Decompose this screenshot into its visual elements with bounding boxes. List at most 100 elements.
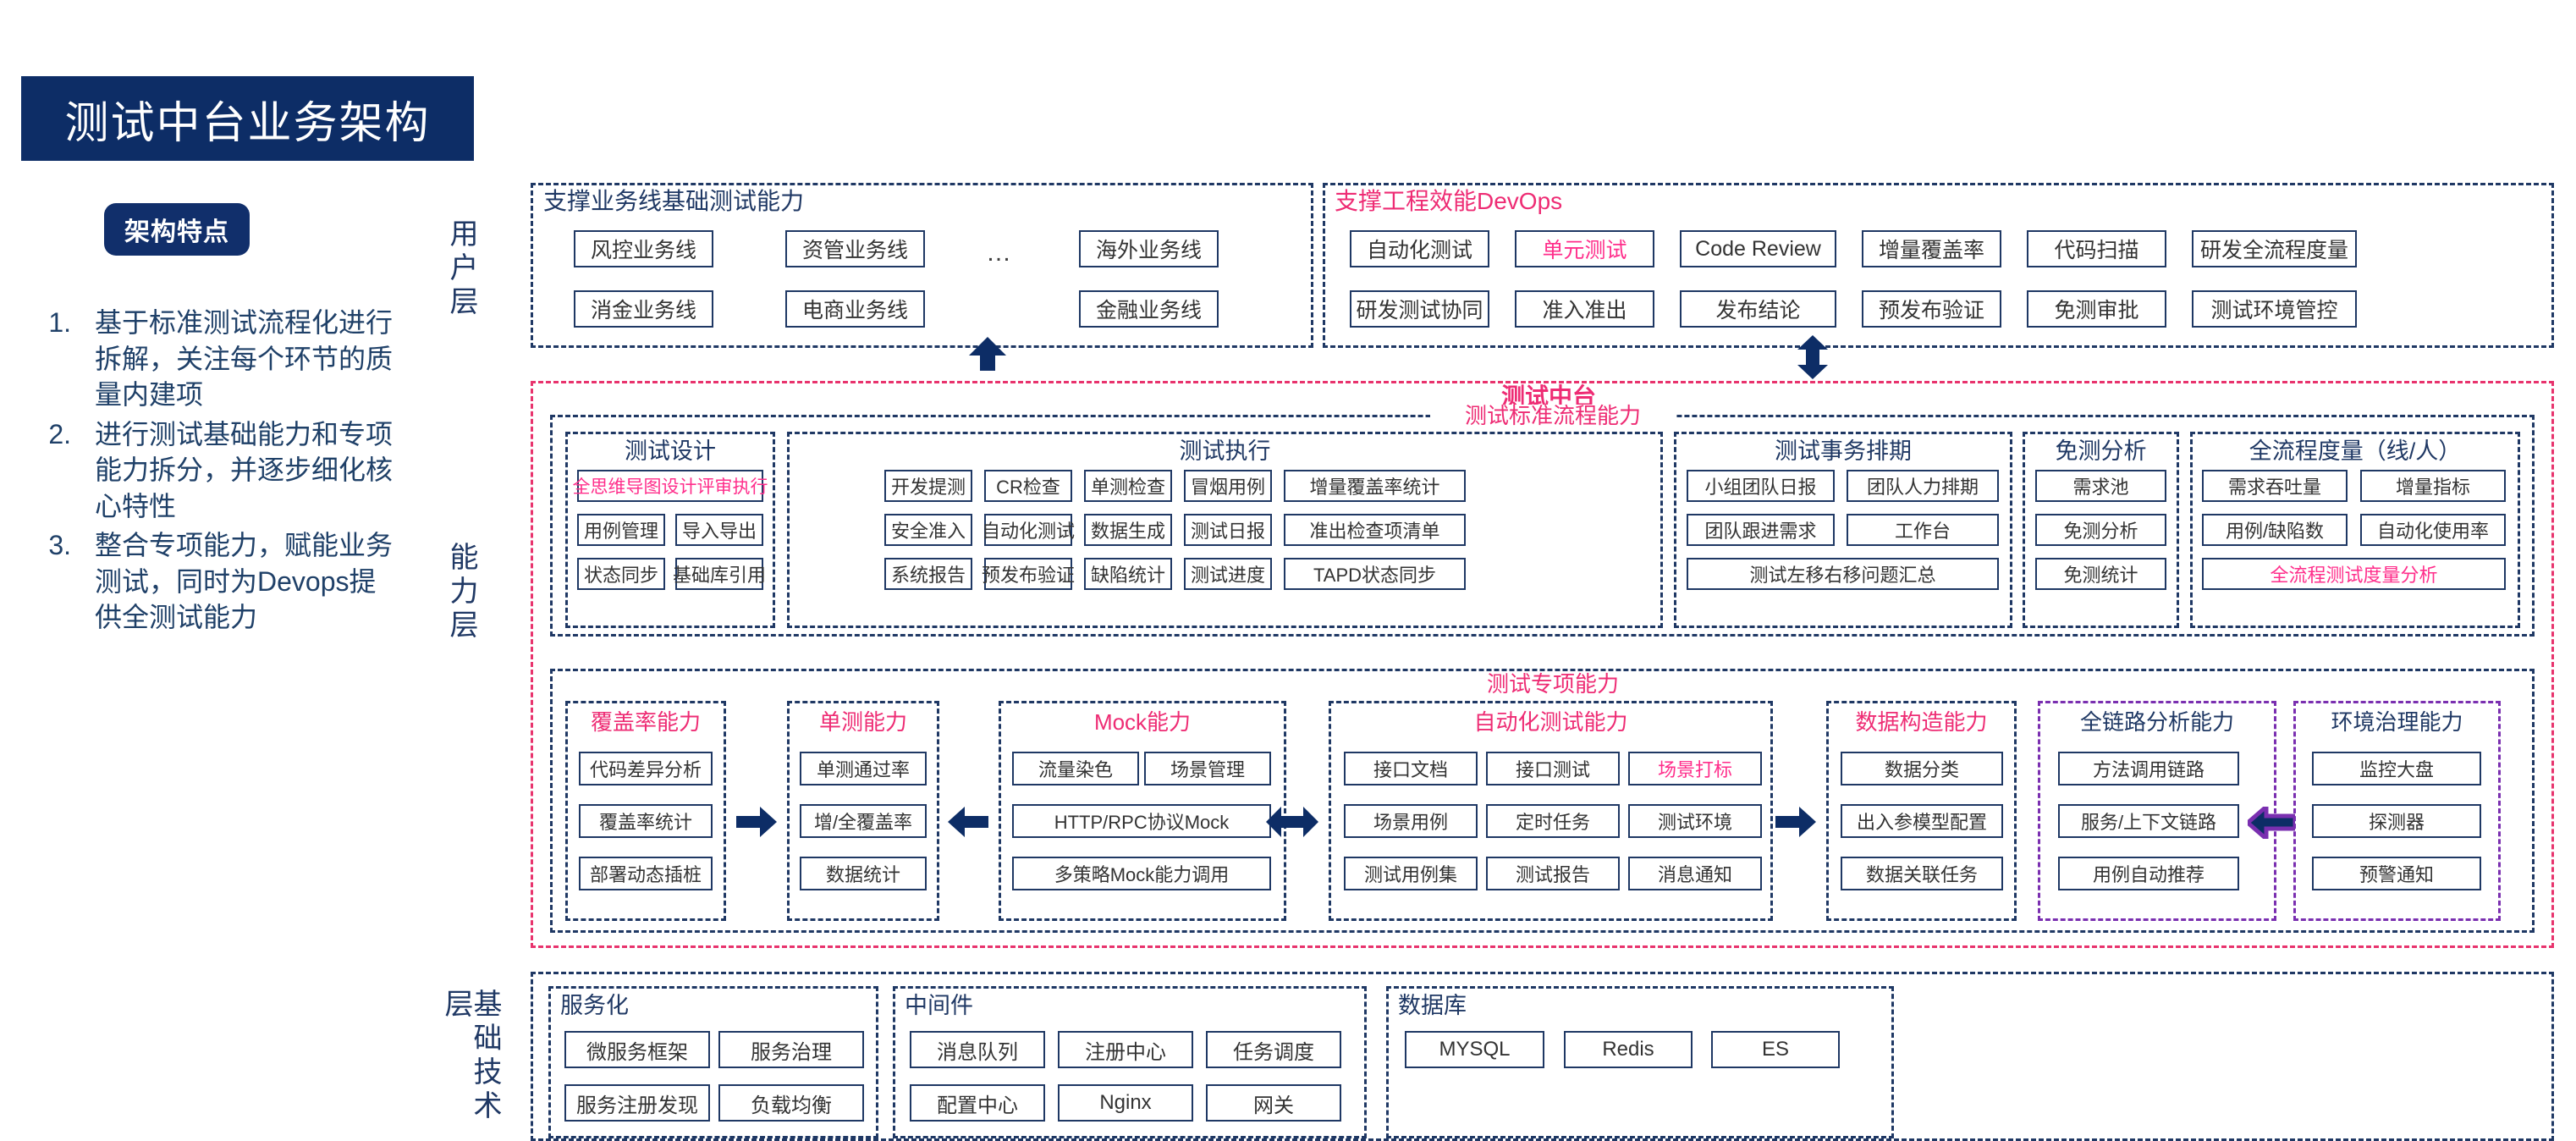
unit-test-ability-cell[interactable]: 数据统计 (800, 857, 927, 890)
automation-ability-cell[interactable]: 测试报告 (1486, 857, 1620, 890)
coverage-ability-cell[interactable]: 覆盖率统计 (579, 804, 713, 838)
test-execution-cell[interactable]: CR检查 (984, 470, 1072, 502)
automation-ability-cell[interactable]: 接口测试 (1486, 752, 1620, 785)
full-process-metrics-cell[interactable]: 自动化使用率 (2360, 514, 2506, 546)
environment-governance-cell[interactable]: 探测器 (2312, 804, 2481, 838)
database-cell[interactable]: MYSQL (1405, 1031, 1544, 1068)
devops-cell[interactable]: 增量覆盖率 (1862, 230, 2001, 267)
automation-ability-cell[interactable]: 场景打标 (1628, 752, 1762, 785)
test-schedule-cell[interactable]: 团队人力排期 (1847, 470, 1999, 502)
test-execution-cell[interactable]: 增量覆盖率统计 (1284, 470, 1466, 502)
business-line-cell[interactable]: 风控业务线 (574, 230, 713, 267)
mock-ability-cell[interactable]: 多策略Mock能力调用 (1012, 857, 1271, 890)
unit-test-ability-cell[interactable]: 增/全覆盖率 (800, 804, 927, 838)
devops-cell[interactable]: 发布结论 (1680, 290, 1836, 328)
business-line-cell[interactable]: 海外业务线 (1079, 230, 1219, 267)
coverage-ability-cell[interactable]: 代码差异分析 (579, 752, 713, 785)
test-design-cell[interactable]: 用例管理 (577, 514, 665, 546)
database-cell[interactable]: ES (1711, 1031, 1840, 1068)
automation-ability-cell[interactable]: 测试环境 (1628, 804, 1762, 838)
data-construction-cell[interactable]: 数据分类 (1841, 752, 2003, 785)
unit-test-ability-cell[interactable]: 单测通过率 (800, 752, 927, 785)
middleware-cell[interactable]: 网关 (1206, 1084, 1341, 1122)
test-execution-cell[interactable]: 预发布验证 (982, 558, 1075, 590)
middleware-cell[interactable]: 配置中心 (910, 1084, 1045, 1122)
devops-cell[interactable]: 研发测试协同 (1350, 290, 1489, 328)
full-link-analysis-title: 全链路分析能力 (2079, 709, 2234, 735)
test-execution-cell[interactable]: 数据生成 (1084, 514, 1172, 546)
data-construction-cell[interactable]: 出入参模型配置 (1841, 804, 2003, 838)
exemption-analysis-cell[interactable]: 免测分析 (2035, 514, 2166, 546)
exemption-analysis-cell[interactable]: 免测统计 (2035, 558, 2166, 590)
test-execution-cell[interactable]: 测试日报 (1184, 514, 1272, 546)
environment-governance-cell[interactable]: 监控大盘 (2312, 752, 2481, 785)
automation-ability-cell[interactable]: 定时任务 (1486, 804, 1620, 838)
automation-ability-cell[interactable]: 接口文档 (1344, 752, 1478, 785)
devops-cell[interactable]: 研发全流程度量 (2192, 230, 2357, 267)
servitization-cell[interactable]: 负载均衡 (718, 1084, 864, 1122)
database-cell[interactable]: Redis (1564, 1031, 1693, 1068)
data-construction-cell[interactable]: 数据关联任务 (1841, 857, 2003, 890)
test-execution-cell[interactable]: 系统报告 (884, 558, 972, 590)
devops-cell[interactable]: 单元测试 (1515, 230, 1654, 267)
middleware-cell[interactable]: Nginx (1058, 1084, 1193, 1122)
test-schedule-cell[interactable]: 小组团队日报 (1687, 470, 1835, 502)
middleware-cell[interactable]: 注册中心 (1058, 1031, 1193, 1068)
test-execution-cell[interactable]: 冒烟用例 (1184, 470, 1272, 502)
devops-cell[interactable]: 免测审批 (2027, 290, 2166, 328)
business-line-cell[interactable]: 消金业务线 (574, 290, 713, 328)
business-line-cell[interactable]: 资管业务线 (785, 230, 925, 267)
business-line-cell[interactable]: 金融业务线 (1079, 290, 1219, 328)
full-link-analysis-cell[interactable]: 方法调用链路 (2058, 752, 2239, 785)
coverage-ability-group (565, 701, 726, 921)
full-link-analysis-cell[interactable]: 用例自动推荐 (2058, 857, 2239, 890)
middleware-cell[interactable]: 任务调度 (1206, 1031, 1341, 1068)
test-execution-cell[interactable]: 自动化测试 (982, 514, 1075, 546)
up-arrow-icon (969, 337, 1006, 371)
devops-cell[interactable]: 代码扫描 (2027, 230, 2166, 267)
business-lines-group (531, 183, 1313, 348)
mock-ability-cell[interactable]: 场景管理 (1144, 752, 1271, 785)
test-design-cell[interactable]: 状态同步 (577, 558, 665, 590)
test-execution-cell[interactable]: 单测检查 (1084, 470, 1172, 502)
devops-cell[interactable]: 准入准出 (1515, 290, 1654, 328)
middleware-cell[interactable]: 消息队列 (910, 1031, 1045, 1068)
mock-ability-cell[interactable]: 流量染色 (1012, 752, 1139, 785)
list-item-text: 整合专项能力，赋能业务测试，同时为Devops提供全测试能力 (95, 530, 394, 633)
test-design-cell[interactable]: 全思维导图设计评审执行 (573, 470, 768, 502)
automation-ability-cell[interactable]: 场景用例 (1344, 804, 1478, 838)
test-execution-cell[interactable]: 准出检查项清单 (1284, 514, 1466, 546)
test-execution-cell[interactable]: 缺陷统计 (1084, 558, 1172, 590)
full-process-metrics-cell[interactable]: 用例/缺陷数 (2202, 514, 2348, 546)
full-process-metrics-cell[interactable]: 需求吞吐量 (2202, 470, 2348, 502)
test-execution-cell[interactable]: 安全准入 (884, 514, 972, 546)
mock-ability-cell[interactable]: HTTP/RPC协议Mock (1012, 804, 1271, 838)
automation-ability-cell[interactable]: 测试用例集 (1344, 857, 1478, 890)
test-execution-cell[interactable]: TAPD状态同步 (1284, 558, 1466, 590)
test-schedule-cell[interactable]: 测试左移右移问题汇总 (1687, 558, 1999, 590)
devops-cell[interactable]: 自动化测试 (1350, 230, 1489, 267)
test-design-cell[interactable]: 导入导出 (675, 514, 763, 546)
devops-cell[interactable]: 预发布验证 (1862, 290, 2001, 328)
servitization-cell[interactable]: 服务注册发现 (564, 1084, 710, 1122)
exemption-analysis-cell[interactable]: 需求池 (2035, 470, 2166, 502)
test-schedule-cell[interactable]: 团队跟进需求 (1687, 514, 1835, 546)
business-line-cell[interactable]: 电商业务线 (785, 290, 925, 328)
test-execution-cell[interactable]: 测试进度 (1184, 558, 1272, 590)
test-execution-cell[interactable]: 开发提测 (884, 470, 972, 502)
devops-cell[interactable]: Code Review (1680, 230, 1836, 267)
automation-ability-cell[interactable]: 消息通知 (1628, 857, 1762, 890)
servitization-cell[interactable]: 微服务框架 (564, 1031, 710, 1068)
devops-cell[interactable]: 测试环境管控 (2192, 290, 2357, 328)
full-process-metrics-cell[interactable]: 增量指标 (2360, 470, 2506, 502)
coverage-ability-cell[interactable]: 部署动态插桩 (579, 857, 713, 890)
servitization-cell[interactable]: 服务治理 (718, 1031, 864, 1068)
test-design-cell[interactable]: 基础库引用 (673, 558, 766, 590)
environment-governance-cell[interactable]: 预警通知 (2312, 857, 2481, 890)
mock-ability-title: Mock能力 (1093, 709, 1192, 735)
test-schedule-cell[interactable]: 工作台 (1847, 514, 1999, 546)
full-process-metrics-cell[interactable]: 全流程测试度量分析 (2202, 558, 2506, 590)
full-link-analysis-cell[interactable]: 服务/上下文链路 (2058, 804, 2239, 838)
test-middle-platform-title: 测试中台 (1500, 383, 1596, 410)
layer-label-infra: 基础技术层 (440, 989, 501, 1124)
